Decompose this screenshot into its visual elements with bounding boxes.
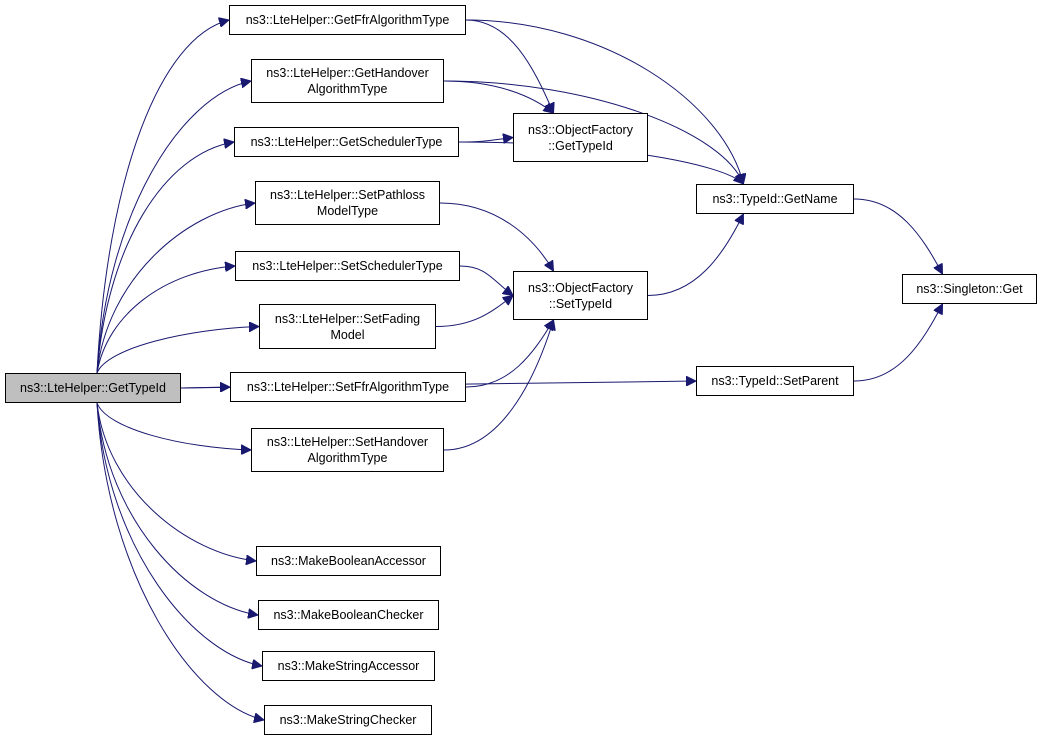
edge-arrow (96, 327, 259, 374)
node-label: ns3::TypeId::GetName (712, 192, 838, 206)
node-label: ns3::LteHelper::GetSchedulerType (250, 135, 443, 149)
node-object-factory-set-typeid[interactable]: ns3::ObjectFactory ::SetTypeId (513, 271, 648, 320)
node-label: ns3::LteHelper::SetFfrAlgorithmType (246, 380, 450, 394)
node-label: ns3::Singleton::Get (916, 282, 1023, 296)
node-label-line-1: ns3::LteHelper::SetFading (274, 311, 421, 326)
node-set-ffr-algorithm-type[interactable]: ns3::LteHelper::SetFfrAlgorithmType (230, 372, 466, 402)
node-label-line-1: ns3::LteHelper::GetHandover (266, 66, 429, 80)
edge-arrow (96, 402, 264, 720)
node-make-string-checker[interactable]: ns3::MakeStringChecker (264, 705, 432, 735)
node-label-line-2: Model (330, 327, 365, 342)
node-label: ns3::LteHelper::SetSchedulerType (252, 259, 443, 273)
edge-arrow (96, 402, 251, 450)
node-typeid-set-parent[interactable]: ns3::TypeId::SetParent (696, 366, 854, 396)
node-label-line-1: ns3::LteHelper::SetPathloss (270, 188, 425, 202)
edge-arrow (647, 214, 743, 296)
edge-arrow (96, 402, 258, 615)
edge-arrow (465, 320, 554, 388)
node-make-boolean-accessor[interactable]: ns3::MakeBooleanAccessor (256, 546, 441, 576)
edge-arrow (96, 402, 256, 561)
node-label: ns3::MakeStringChecker (279, 713, 417, 727)
node-set-fading-model[interactable]: ns3::LteHelper::SetFading Model (259, 304, 436, 349)
node-label: ns3::LteHelper::GetFfrAlgorithmType (245, 13, 450, 27)
edge-arrow (96, 203, 255, 374)
node-object-factory-get-typeid[interactable]: ns3::ObjectFactory ::GetTypeId (513, 113, 648, 162)
node-set-pathloss-model-type[interactable]: ns3::LteHelper::SetPathloss ModelType (255, 181, 440, 225)
node-get-handover-algorithm-type[interactable]: ns3::LteHelper::GetHandover AlgorithmTyp… (251, 59, 444, 103)
node-label-line-1: ns3::LteHelper::SetHandover (266, 435, 429, 449)
edge-arrow (459, 265, 513, 296)
node-typeid-get-name[interactable]: ns3::TypeId::GetName (696, 184, 854, 214)
edge-arrow (435, 296, 513, 327)
edge-arrow (96, 20, 229, 374)
node-label: ns3::MakeStringAccessor (277, 659, 420, 673)
node-set-handover-algorithm-type[interactable]: ns3::LteHelper::SetHandover AlgorithmTyp… (251, 428, 444, 472)
edge-arrow (96, 142, 234, 374)
node-label: ns3::LteHelper::GetTypeId (20, 381, 166, 395)
node-label-line-1: ns3::ObjectFactory (528, 122, 633, 137)
node-make-string-accessor[interactable]: ns3::MakeStringAccessor (262, 651, 435, 681)
edge-arrow (96, 81, 251, 374)
node-label-line-2: ::GetTypeId (548, 138, 613, 153)
edge-arrow (853, 198, 943, 274)
edge-arrow (96, 266, 235, 374)
node-label-line-2: ::SetTypeId (548, 296, 613, 311)
edge-arrow (443, 80, 554, 113)
edge-arrow (853, 304, 943, 382)
node-label-line-2: AlgorithmType (307, 82, 388, 96)
edge-arrow (96, 402, 262, 666)
node-set-scheduler-type[interactable]: ns3::LteHelper::SetSchedulerType (235, 251, 460, 281)
node-make-boolean-checker[interactable]: ns3::MakeBooleanChecker (258, 600, 439, 630)
node-label-line-1: ns3::ObjectFactory (528, 280, 633, 295)
node-get-scheduler-type[interactable]: ns3::LteHelper::GetSchedulerType (234, 127, 459, 157)
edge-arrow (465, 19, 743, 184)
node-singleton-get[interactable]: ns3::Singleton::Get (902, 274, 1037, 304)
node-label: ns3::MakeBooleanChecker (273, 608, 424, 622)
edge-arrow (439, 202, 554, 271)
node-root-get-typeid[interactable]: ns3::LteHelper::GetTypeId (5, 373, 181, 403)
node-get-ffr-algorithm-type[interactable]: ns3::LteHelper::GetFfrAlgorithmType (229, 5, 466, 35)
node-label-line-2: ModelType (316, 204, 379, 218)
node-label: ns3::MakeBooleanAccessor (271, 554, 426, 568)
node-label-line-2: AlgorithmType (307, 451, 388, 465)
node-label: ns3::TypeId::SetParent (711, 374, 839, 388)
edge-arrow (465, 19, 554, 113)
edge-arrow (443, 320, 554, 451)
edge-arrow (458, 138, 513, 143)
